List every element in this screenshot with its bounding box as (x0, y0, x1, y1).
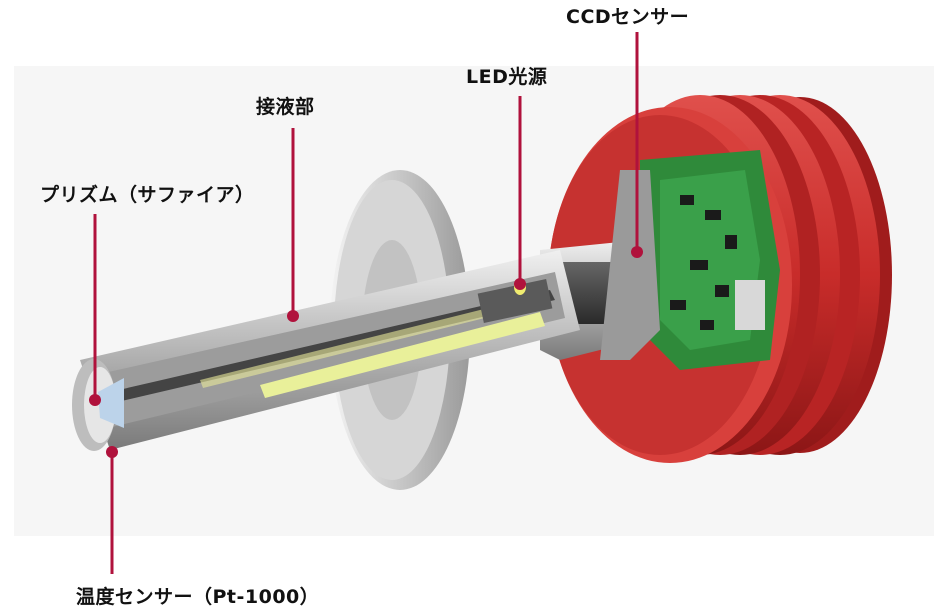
ccd-sensor-label: CCDセンサー (566, 6, 690, 28)
leader-lines (89, 32, 643, 574)
liquid-contact-part-label: 接液部 (256, 96, 315, 118)
temperature-sensor-label: 温度センサー（Pt-1000） (76, 586, 320, 608)
circuit-board (640, 150, 780, 370)
temp-sensor-marker (106, 446, 118, 458)
ccd-marker (631, 246, 643, 258)
liquid-contact-marker (287, 310, 299, 322)
prism-label: プリズム（サファイア） (40, 184, 255, 206)
led-light-source-label: LED光源 (466, 66, 548, 88)
led-marker (514, 278, 526, 290)
probe-tube (80, 250, 580, 450)
prism-marker (89, 394, 101, 406)
